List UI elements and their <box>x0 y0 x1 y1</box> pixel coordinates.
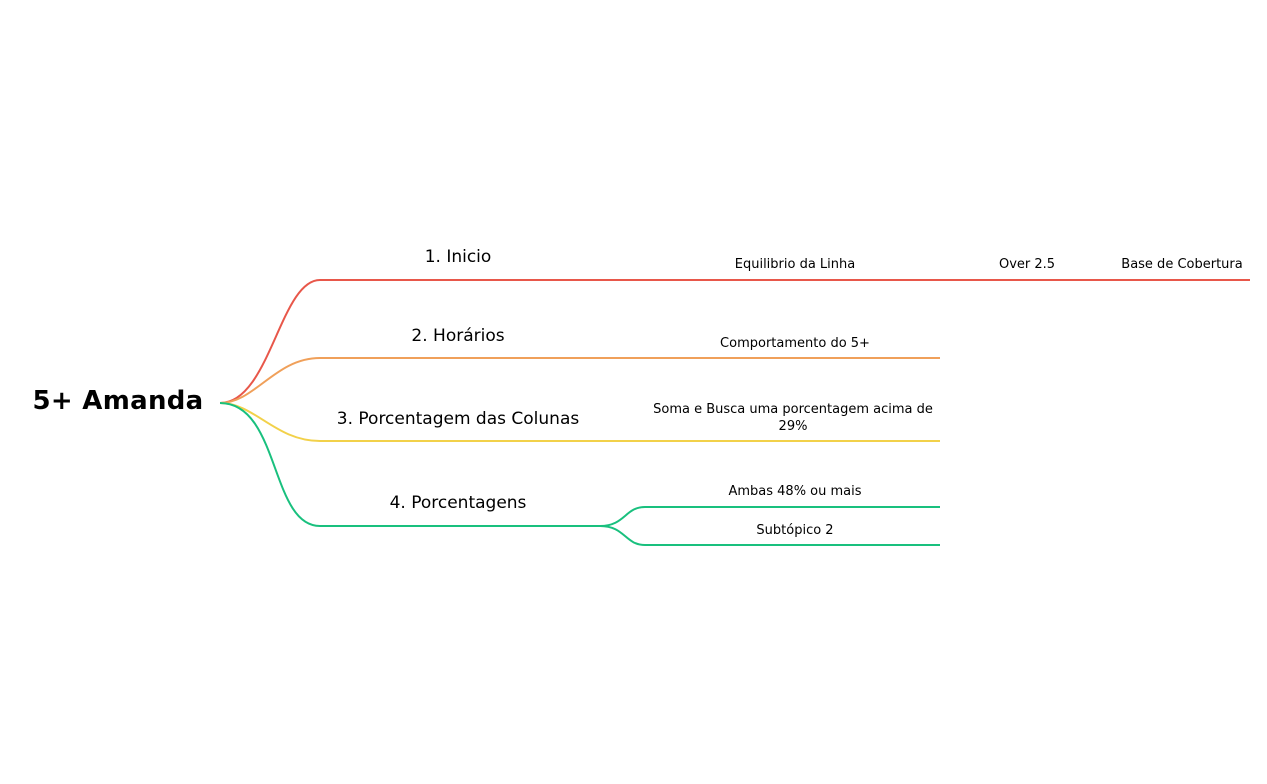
branch-porcentagens[interactable]: 4. Porcentagens <box>389 493 527 513</box>
subtopic-comportamento[interactable]: Comportamento do 5+ <box>720 336 870 351</box>
connector-porcentagens-subtopico <box>599 525 940 546</box>
subtopic-2[interactable]: Subtópico 2 <box>756 523 834 538</box>
branch-inicio[interactable]: 1. Inicio <box>424 247 492 267</box>
connector-porcentagens-ambas <box>599 506 940 527</box>
branch-horarios[interactable]: 2. Horários <box>411 326 505 346</box>
subtopic-soma-busca[interactable]: Soma e Busca uma porcentagem acima de 29… <box>653 402 933 434</box>
subtopic-over-2-5[interactable]: Over 2.5 <box>998 257 1056 272</box>
connector-root-branch2 <box>219 357 600 404</box>
connector-root-branch1 <box>219 279 600 404</box>
subtopic-equilibrio-linha[interactable]: Equilibrio da Linha <box>734 257 856 272</box>
root-topic[interactable]: 5+ Amanda <box>32 386 204 416</box>
branch-porcentagem-colunas[interactable]: 3. Porcentagem das Colunas <box>336 409 580 429</box>
connector-root-branch4 <box>219 402 600 527</box>
subtopic-ambas[interactable]: Ambas 48% ou mais <box>728 484 862 499</box>
subtopic-base-cobertura[interactable]: Base de Cobertura <box>1121 257 1243 272</box>
